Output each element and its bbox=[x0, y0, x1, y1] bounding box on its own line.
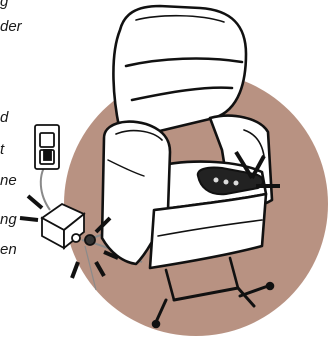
wall-outlet-icon bbox=[35, 125, 59, 169]
